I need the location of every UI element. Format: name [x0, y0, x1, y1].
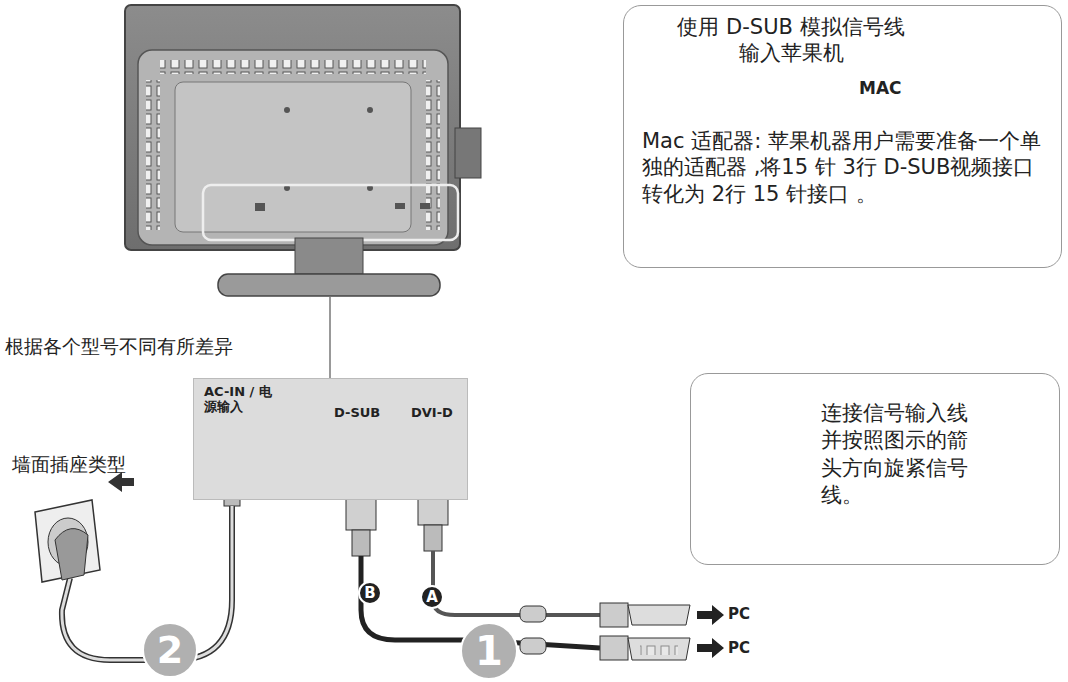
- node-text: Mac 适配器: 苹果机器用户需要准备一个单独的适配器 ,将15 针 3行 D-…: [642, 128, 1052, 207]
- callout-letter: A: [420, 585, 444, 609]
- wall-socket: [35, 472, 134, 582]
- wall-socket-part: [35, 500, 100, 582]
- dsub-cable-part: [628, 638, 690, 660]
- dsub-cable-part: [352, 530, 370, 556]
- callout-text: 2: [157, 631, 183, 669]
- monitor-back-part: [125, 5, 460, 250]
- node-text: AC-IN / 电源输入: [204, 385, 280, 415]
- wall-socket-part: [55, 529, 88, 580]
- node-text: MAC: [859, 78, 902, 99]
- pc-label: PC: [728, 605, 750, 623]
- node-text: 使用 D-SUB 模拟信号线 输入苹果机: [671, 14, 911, 67]
- dsub-cable-part: [697, 638, 724, 658]
- callout-number: 2: [142, 622, 198, 678]
- callout-text: A: [426, 590, 438, 605]
- pc-label: PC: [728, 639, 750, 657]
- dsub-cable-part: [520, 638, 546, 654]
- monitor-back: [125, 5, 481, 378]
- info-box: 使用 D-SUB 模拟信号线 输入苹果机 MAC Mac 适配器: 苹果机器用户需要…: [623, 5, 1062, 268]
- dvi-cable-part: [697, 605, 724, 625]
- socket-label: 墙面插座类型: [12, 452, 126, 478]
- monitor-back-part: [138, 50, 448, 245]
- callout-number: 1: [460, 622, 518, 680]
- dsub-cable-part: [640, 643, 678, 655]
- monitor-back-part: [146, 80, 160, 230]
- dsub-cable-part: [600, 636, 628, 660]
- callout-text: 1: [475, 631, 503, 671]
- node-text: 连接信号输入线并按照图示的箭头方向旋紧信号线。: [821, 400, 973, 509]
- monitor-back-part: [455, 128, 481, 178]
- note-label: 根据各个型号不同有所差异: [5, 334, 233, 360]
- monitor-back-part: [175, 82, 411, 232]
- monitor-back-part: [218, 274, 440, 296]
- callout-text: B: [364, 586, 375, 601]
- dvi-cable-part: [600, 603, 628, 627]
- monitor-back-part: [160, 60, 426, 74]
- node-text: DVI-D: [411, 405, 453, 421]
- callout-letter: B: [358, 581, 382, 605]
- note-box: 连接信号输入线并按照图示的箭头方向旋紧信号线。: [690, 373, 1060, 565]
- dvi-cable-part: [628, 605, 690, 625]
- monitor-back-part: [255, 203, 265, 211]
- monitor-back-part: [329, 297, 331, 378]
- monitor-back-part: [420, 203, 430, 209]
- monitor-back-part: [203, 185, 458, 240]
- monitor-back-part: [367, 107, 373, 113]
- node-text: D-SUB: [334, 405, 380, 421]
- monitor-back-part: [284, 107, 290, 113]
- connector-panel: AC-IN / 电源输入 D-SUB DVI-D: [193, 378, 468, 500]
- monitor-back-part: [395, 203, 405, 209]
- monitor-back-part: [295, 238, 363, 274]
- dvi-cable-part: [520, 606, 546, 622]
- dvi-cable-part: [424, 525, 442, 551]
- dvi-cable-part: [433, 551, 600, 615]
